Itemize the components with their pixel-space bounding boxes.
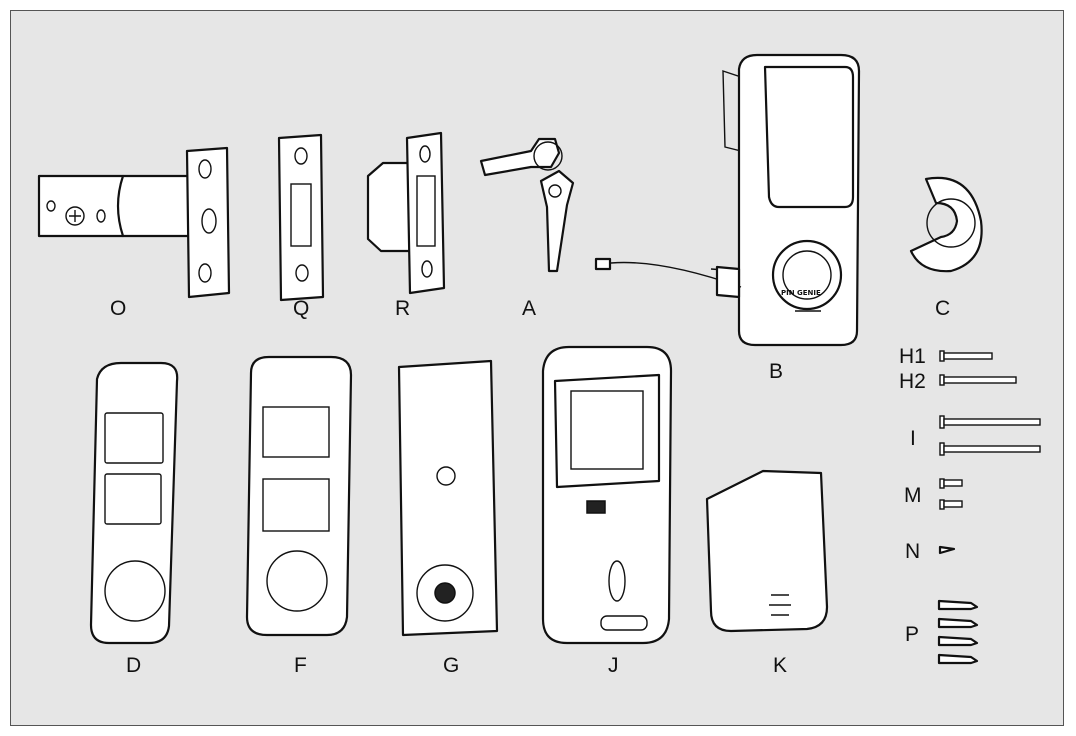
label-C: C <box>935 297 951 320</box>
svg-text:PIN GENIE: PIN GENIE <box>781 289 821 297</box>
label-P: P <box>905 623 920 646</box>
diagram-frame: PIN GENIE <box>10 10 1064 726</box>
parts-illustration: PIN GENIE <box>37 53 1041 665</box>
exterior-keypad-part: PIN GENIE <box>594 53 861 347</box>
keys-part <box>479 137 575 273</box>
label-D: D <box>126 654 142 677</box>
exterior-gasket-part <box>89 361 179 645</box>
label-F: F <box>294 654 307 677</box>
spacer-ring-part <box>909 176 983 273</box>
label-J: J <box>608 654 619 677</box>
mounting-plate-part <box>397 359 499 637</box>
interior-gasket-part <box>245 355 353 637</box>
battery-cover-part <box>705 469 829 633</box>
label-G: G <box>443 654 460 677</box>
interior-assembly-part <box>541 345 673 645</box>
label-B: B <box>769 360 784 383</box>
screws-set <box>937 350 1041 665</box>
label-R: R <box>395 297 411 320</box>
label-A: A <box>522 297 537 320</box>
label-H1: H1 <box>899 345 926 368</box>
label-I: I <box>910 427 916 450</box>
label-K: K <box>773 654 788 677</box>
label-O: O <box>110 297 127 320</box>
label-H2: H2 <box>899 370 926 393</box>
strike-box-part <box>366 131 446 295</box>
latch-bolt-part <box>37 146 231 299</box>
label-M: M <box>904 484 922 507</box>
strike-plate-part <box>277 133 325 302</box>
label-Q: Q <box>293 297 310 320</box>
label-N: N <box>905 540 921 563</box>
